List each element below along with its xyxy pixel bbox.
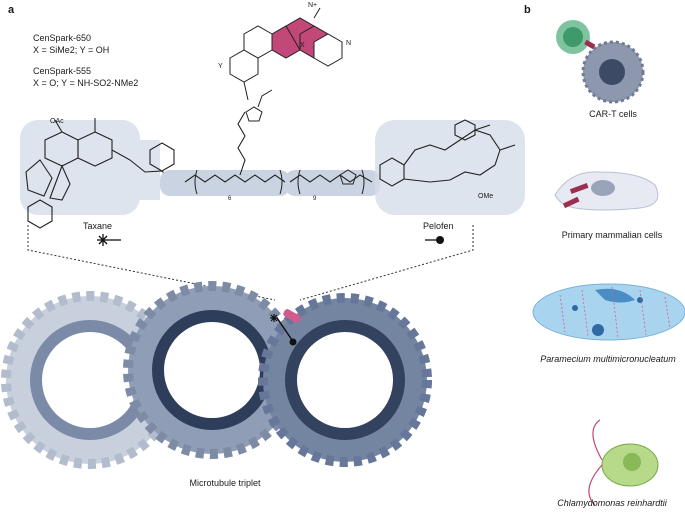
bound-probe: [270, 309, 301, 346]
y-atom-label: Y: [218, 63, 223, 70]
peg-linker-left: [160, 169, 290, 196]
microtubule-triplet-label: Microtubule triplet: [189, 478, 261, 488]
ome-label: OMe: [478, 193, 494, 200]
microtubule-a: [1, 291, 179, 469]
mammalian-cell-illustration: [554, 171, 659, 211]
chlamydomonas-illustration: [588, 419, 659, 506]
censpark650-formula: X = SiMe2; Y = OH: [33, 45, 110, 55]
car-t-illustration: [556, 20, 645, 104]
panel-label-a: a: [8, 4, 15, 16]
x-atom-label: X: [300, 42, 305, 49]
microtubule-c: [258, 293, 432, 467]
oac-label: OAc: [50, 118, 64, 125]
paramecium-illustration: [532, 283, 685, 341]
organism-label-paramecium: Paramecium multimicronucleatum: [540, 354, 676, 364]
peg-linker-right: [285, 169, 380, 196]
panel-label-b: b: [524, 4, 531, 16]
pelofen-label: Pelofen: [423, 221, 454, 231]
organism-label-chlamydomonas: Chlamydomonas reinhardtii: [557, 498, 667, 508]
n-plus-label: N+: [308, 2, 318, 9]
taxane-label: Taxane: [83, 221, 113, 231]
peg-subscript-9: 9: [313, 196, 317, 202]
n-dim-label: N: [346, 40, 352, 47]
taxane-moiety: [20, 118, 140, 229]
lysine-linker: [237, 89, 273, 176]
organism-label-car-t: CAR-T cells: [589, 109, 637, 119]
microtubule-b: [123, 281, 301, 459]
zoom-connector-lines: [27, 225, 474, 301]
taxane-symbol: [97, 234, 121, 246]
organism-label-mammalian: Primary mammalian cells: [561, 230, 663, 240]
dye-core: [229, 7, 343, 101]
censpark555-name: CenSpark-555: [33, 66, 92, 76]
censpark555-formula: X = O; Y = NH-SO2-NMe2: [33, 78, 139, 88]
microtubule-triplet: [1, 281, 432, 469]
censpark650-name: CenSpark-650: [33, 33, 92, 43]
pelofen-moiety: [375, 119, 525, 215]
pelofen-symbol: [425, 236, 444, 244]
peg-subscript-6: 6: [228, 196, 232, 202]
